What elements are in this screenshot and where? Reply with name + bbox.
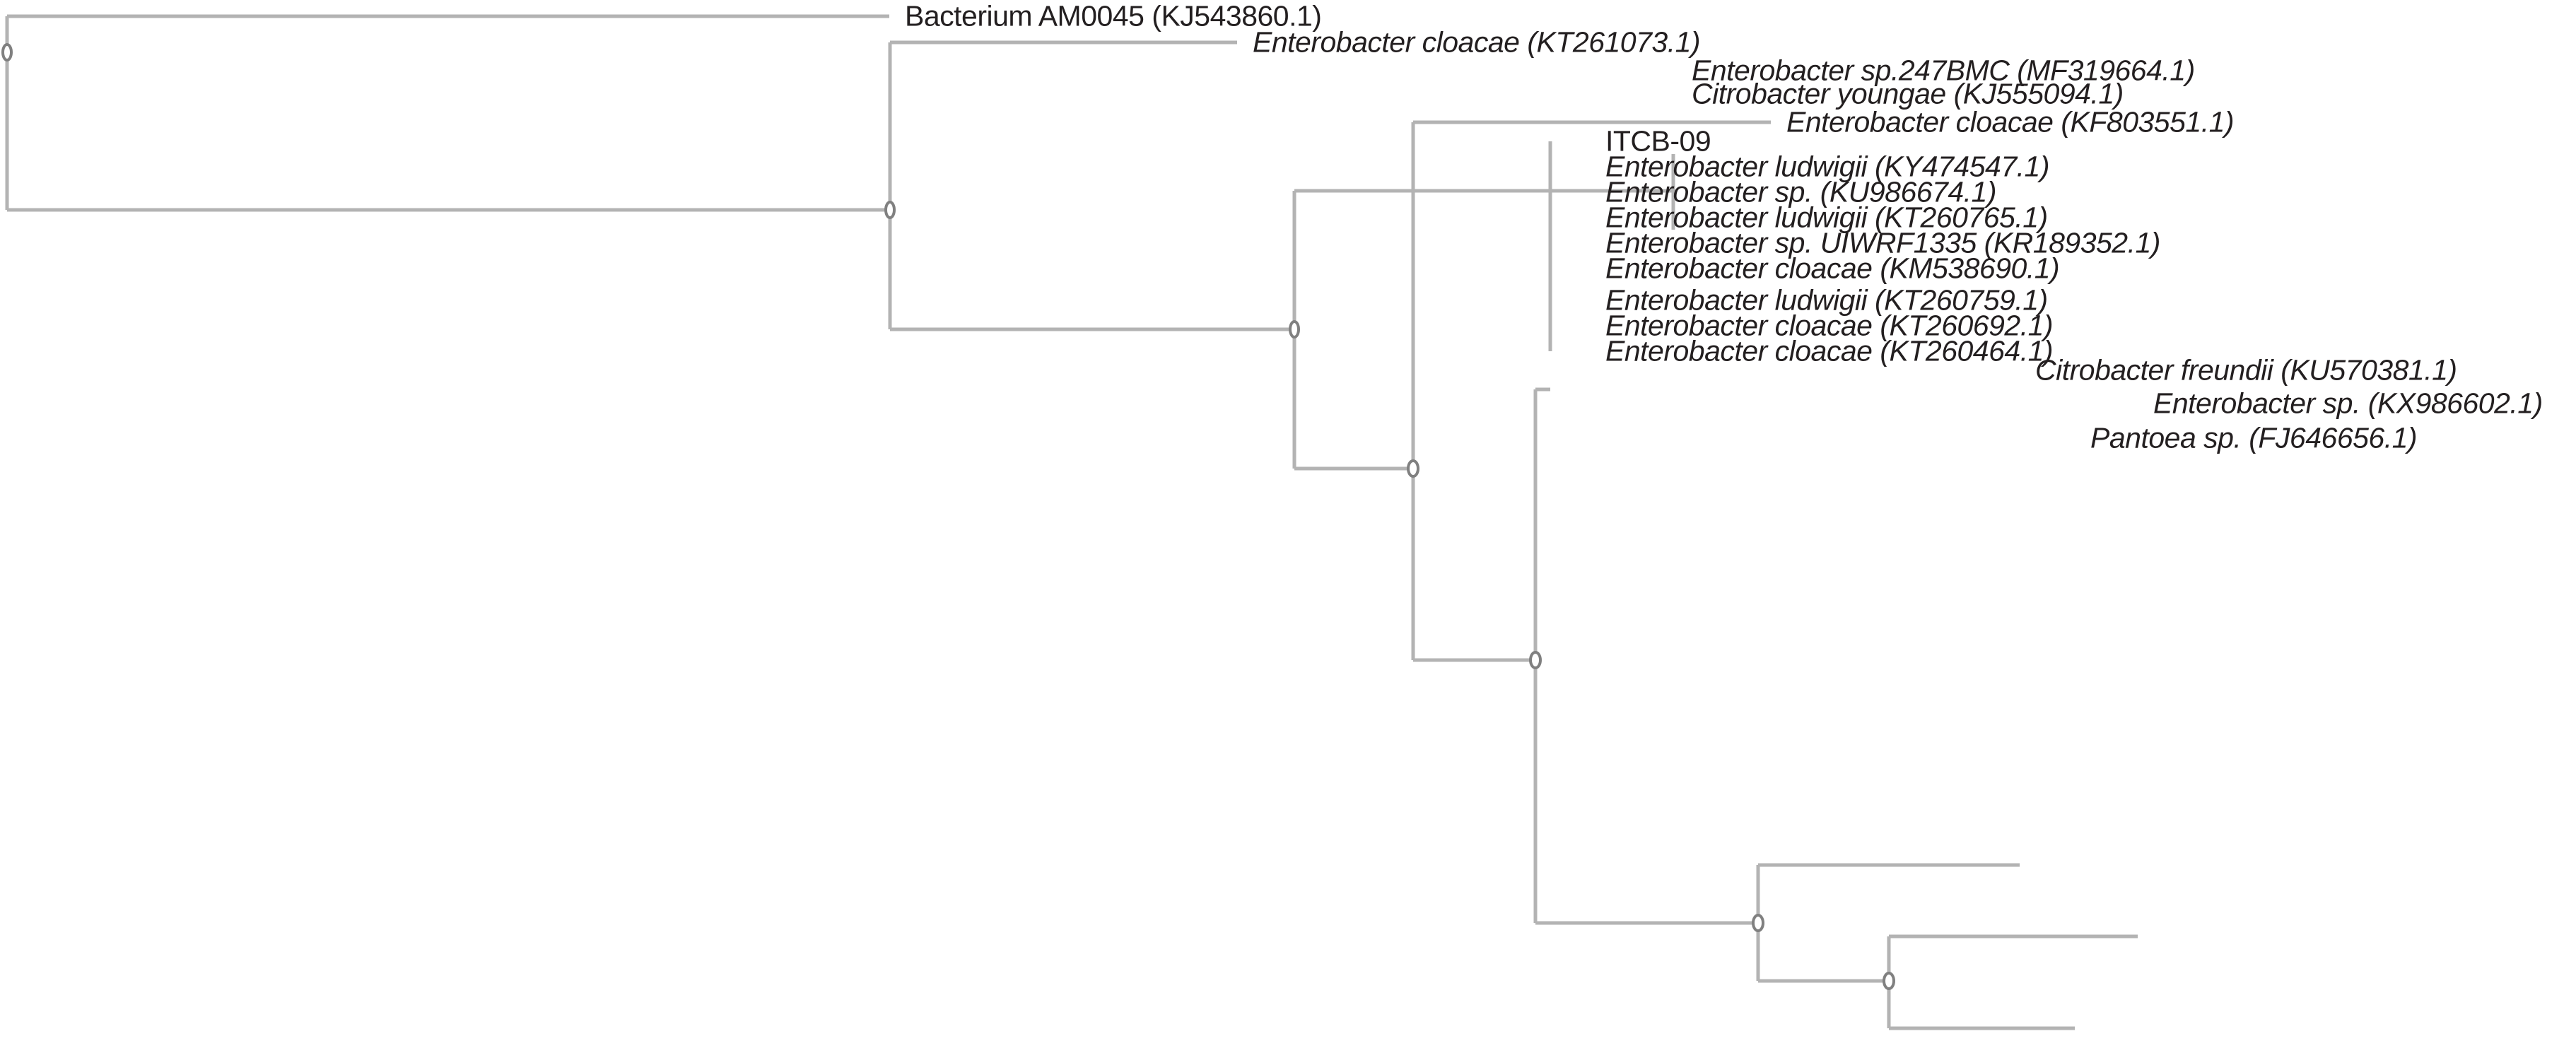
tip-label-enterobacter-ludwigii-kt260765: Enterobacter ludwigii (KT260765.1) — [1605, 201, 2048, 234]
tip-label-enterobacter-ludwigii-kt260759: Enterobacter ludwigii (KT260759.1) — [1605, 283, 2048, 317]
tip-label-enterobacter-cloacae-kf803551: Enterobacter cloacae (KF803551.1) — [1786, 105, 2235, 139]
tip-label-enterobacter-ludwigii-ky474547: Enterobacter ludwigii (KY474547.1) — [1605, 150, 2050, 183]
tip-label-enterobacter-sp-247bmc: Enterobacter sp.247BMC (MF319664.1) — [1692, 54, 2195, 87]
tip-label-enterobacter-sp-ku986674: Enterobacter sp. (KU986674.1) — [1605, 175, 1997, 208]
tip-label-citrobacter-freundii: Citrobacter freundii (KU570381.1) — [2035, 353, 2457, 387]
tip-label-enterobacter-cloacae-kt260464: Enterobacter cloacae (KT260464.1) — [1605, 334, 2054, 367]
tip-label-citrobacter-youngae: Citrobacter youngae (KJ555094.1) — [1692, 77, 2124, 110]
tip-label-pantoea-sp-fj646656: Pantoea sp. (FJ646656.1) — [2090, 421, 2418, 454]
tip-label-enterobacter-cloacae-kt261073: Enterobacter cloacae (KT261073.1) — [1253, 25, 1701, 59]
tip-label-bacterium-am0045: Bacterium AM0045 (KJ543860.1) — [905, 0, 1322, 33]
node-marker-5 — [1529, 651, 1542, 669]
tip-label-enterobacter-cloacae-kt260692: Enterobacter cloacae (KT260692.1) — [1605, 309, 2054, 342]
tip-label-enterobacter-cloacae-km538690: Enterobacter cloacae (KM538690.1) — [1605, 252, 2060, 285]
node-marker-4 — [1407, 459, 1419, 478]
node-markers — [1, 43, 1895, 990]
tip-label-itcb-09: ITCB-09 — [1605, 124, 1711, 158]
node-marker-2 — [884, 201, 896, 219]
tip-label-enterobacter-sp-kx986602: Enterobacter sp. (KX986602.1) — [2153, 387, 2543, 420]
tip-label-enterobacter-sp-uiwrf1335: Enterobacter sp. UIWRF1335 (KR189352.1) — [1605, 226, 2160, 259]
node-marker-root — [1, 43, 13, 61]
node-marker-3 — [1289, 320, 1300, 339]
node-marker-7 — [1883, 972, 1895, 990]
node-marker-6 — [1752, 914, 1764, 932]
